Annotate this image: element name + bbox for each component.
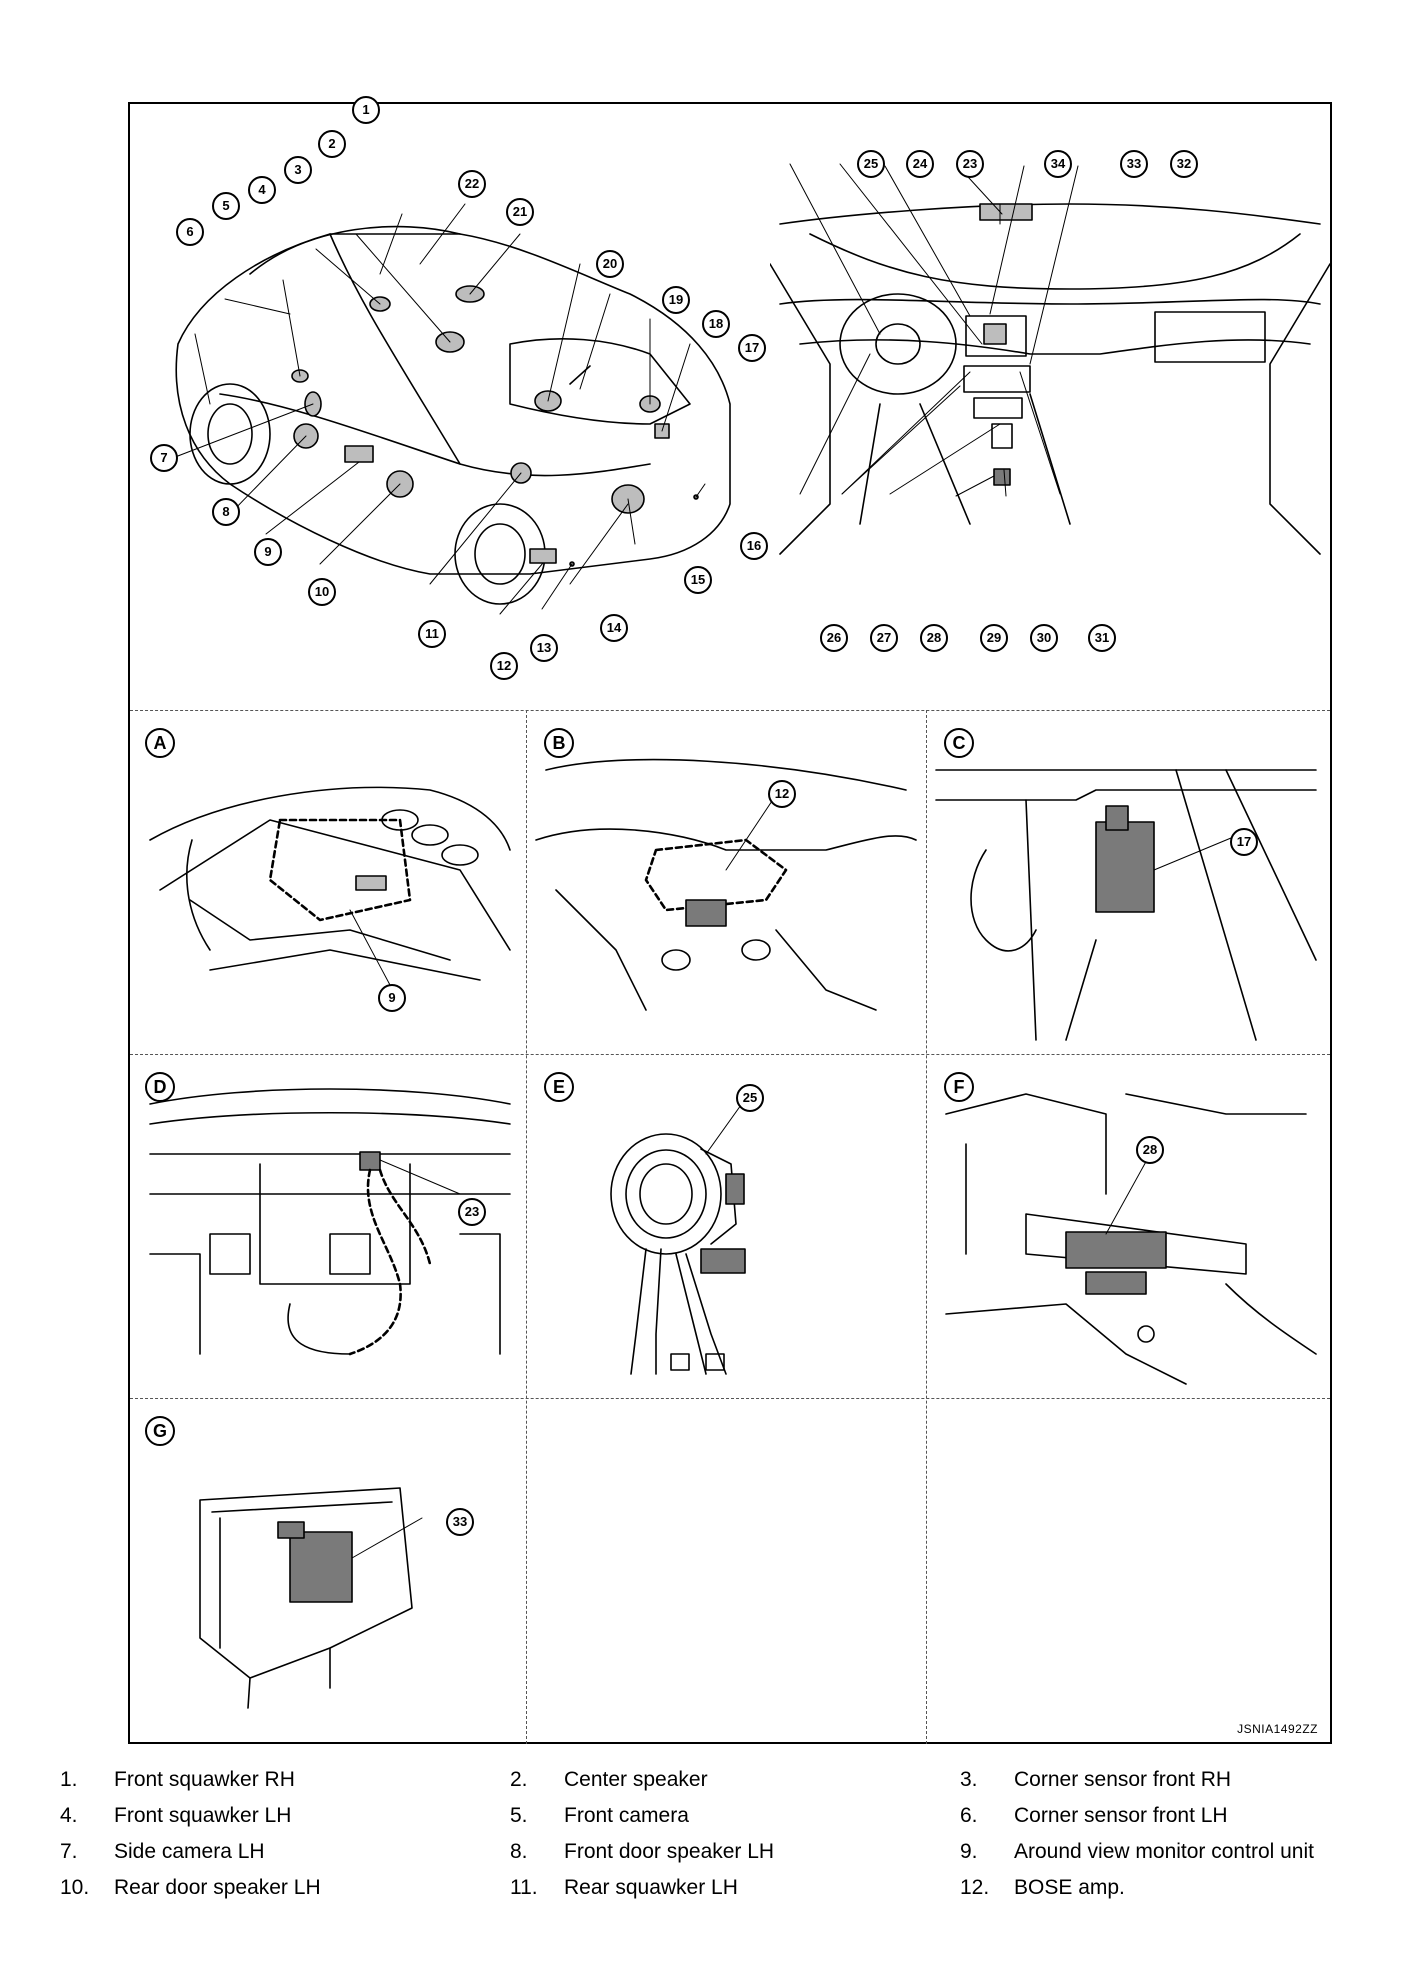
- callout-9: 9: [254, 538, 282, 566]
- legend-label: Side camera LH: [114, 1840, 265, 1863]
- callout-20: 20: [596, 250, 624, 278]
- legend-label: Corner sensor front LH: [1014, 1804, 1228, 1827]
- legend-number: 2.: [510, 1768, 528, 1791]
- callout-31: 31: [1088, 624, 1116, 652]
- panel-d-callout: 23: [458, 1198, 486, 1226]
- figure-reference-code: JSNIA1492ZZ: [1237, 1722, 1318, 1736]
- callout-24: 24: [906, 150, 934, 178]
- grid-divider: [130, 1398, 1330, 1399]
- legend-label: Corner sensor front RH: [1014, 1768, 1232, 1791]
- callout-21: 21: [506, 198, 534, 226]
- legend-label: BOSE amp.: [1014, 1876, 1125, 1899]
- panel-e-drawing: [610, 1097, 747, 1375]
- callout-33: 33: [1120, 150, 1148, 178]
- panel-letter-c: C: [944, 728, 974, 758]
- legend-row: 10. Rear door speaker LH 11. Rear squawk…: [60, 1876, 1360, 1912]
- panel-e-callout: 25: [736, 1084, 764, 1112]
- vehicle-overview-drawing: [169, 203, 731, 615]
- callout-5: 5: [212, 192, 240, 220]
- panel-b-drawing: [535, 758, 917, 1011]
- callout-23: 23: [956, 150, 984, 178]
- callout-29: 29: [980, 624, 1008, 652]
- legend-number: 3.: [960, 1768, 978, 1791]
- callout-15: 15: [684, 566, 712, 594]
- callout-13: 13: [530, 634, 558, 662]
- callout-16: 16: [740, 532, 768, 560]
- panel-letter-a: A: [145, 728, 175, 758]
- legend-label: Front camera: [564, 1804, 689, 1827]
- panel-c-callout: 17: [1230, 828, 1258, 856]
- callout-30: 30: [1030, 624, 1058, 652]
- legend-label: Front door speaker LH: [564, 1840, 775, 1863]
- panel-g-drawing: [199, 1487, 423, 1709]
- legend-number: 11.: [510, 1876, 538, 1899]
- panel-letter-e: E: [544, 1072, 574, 1102]
- callout-3: 3: [284, 156, 312, 184]
- callout-25: 25: [857, 150, 885, 178]
- diagram-frame: 1 2 3 4 5 6 7 8 9 10 11 12 13 14 15 16 1…: [128, 96, 1332, 1744]
- grid-divider: [526, 710, 527, 1744]
- panel-a-drawing: [149, 786, 511, 986]
- callout-11: 11: [418, 620, 446, 648]
- panel-letter-b: B: [544, 728, 574, 758]
- legend-number: 8.: [510, 1840, 528, 1863]
- panel-f-drawing: [945, 1093, 1317, 1385]
- legend-number: 6.: [960, 1804, 978, 1827]
- callout-19: 19: [662, 286, 690, 314]
- panel-d-drawing: [149, 1088, 511, 1356]
- panel-a-callout: 9: [378, 984, 406, 1012]
- panel-b-callout: 12: [768, 780, 796, 808]
- legend-label: Front squawker RH: [114, 1768, 295, 1791]
- legend-number: 9.: [960, 1840, 978, 1863]
- callout-6: 6: [176, 218, 204, 246]
- callout-28: 28: [920, 624, 948, 652]
- grid-divider: [130, 710, 1330, 711]
- legend-number: 10.: [60, 1876, 90, 1899]
- grid-divider: [926, 710, 927, 1744]
- legend-row: 1. Front squawker RH 2. Center speaker 3…: [60, 1768, 1360, 1804]
- legend-label: Rear squawker LH: [564, 1876, 738, 1899]
- legend-number: 7.: [60, 1840, 78, 1863]
- legend-number: 1.: [60, 1768, 78, 1791]
- callout-10: 10: [308, 578, 336, 606]
- legend-row: 4. Front squawker LH 5. Front camera 6. …: [60, 1804, 1360, 1840]
- legend-label: Center speaker: [564, 1768, 708, 1791]
- panel-letter-g: G: [145, 1416, 175, 1446]
- callout-2: 2: [318, 130, 346, 158]
- cockpit-overview-drawing: [770, 163, 1330, 555]
- panel-f-callout: 28: [1136, 1136, 1164, 1164]
- callout-1: 1: [352, 96, 380, 124]
- callout-8: 8: [212, 498, 240, 526]
- callout-18: 18: [702, 310, 730, 338]
- callout-32: 32: [1170, 150, 1198, 178]
- callout-26: 26: [820, 624, 848, 652]
- callout-4: 4: [248, 176, 276, 204]
- grid-divider: [130, 1054, 1330, 1055]
- legend-number: 5.: [510, 1804, 528, 1827]
- panel-letter-d: D: [145, 1072, 175, 1102]
- callout-22: 22: [458, 170, 486, 198]
- panel-c-drawing: [935, 769, 1317, 1041]
- legend-label: Around view monitor control unit: [1014, 1840, 1314, 1863]
- panel-g-callout: 33: [446, 1508, 474, 1536]
- callout-17: 17: [738, 334, 766, 362]
- panel-letter-f: F: [944, 1072, 974, 1102]
- legend-number: 12.: [960, 1876, 990, 1899]
- callout-7: 7: [150, 444, 178, 472]
- legend-label: Rear door speaker LH: [114, 1876, 321, 1899]
- callout-27: 27: [870, 624, 898, 652]
- callout-12: 12: [490, 652, 518, 680]
- legend-row: 7. Side camera LH 8. Front door speaker …: [60, 1840, 1360, 1876]
- legend: 1. Front squawker RH 2. Center speaker 3…: [60, 1768, 1360, 1912]
- callout-34: 34: [1044, 150, 1072, 178]
- legend-number: 4.: [60, 1804, 78, 1827]
- legend-label: Front squawker LH: [114, 1804, 292, 1827]
- callout-14: 14: [600, 614, 628, 642]
